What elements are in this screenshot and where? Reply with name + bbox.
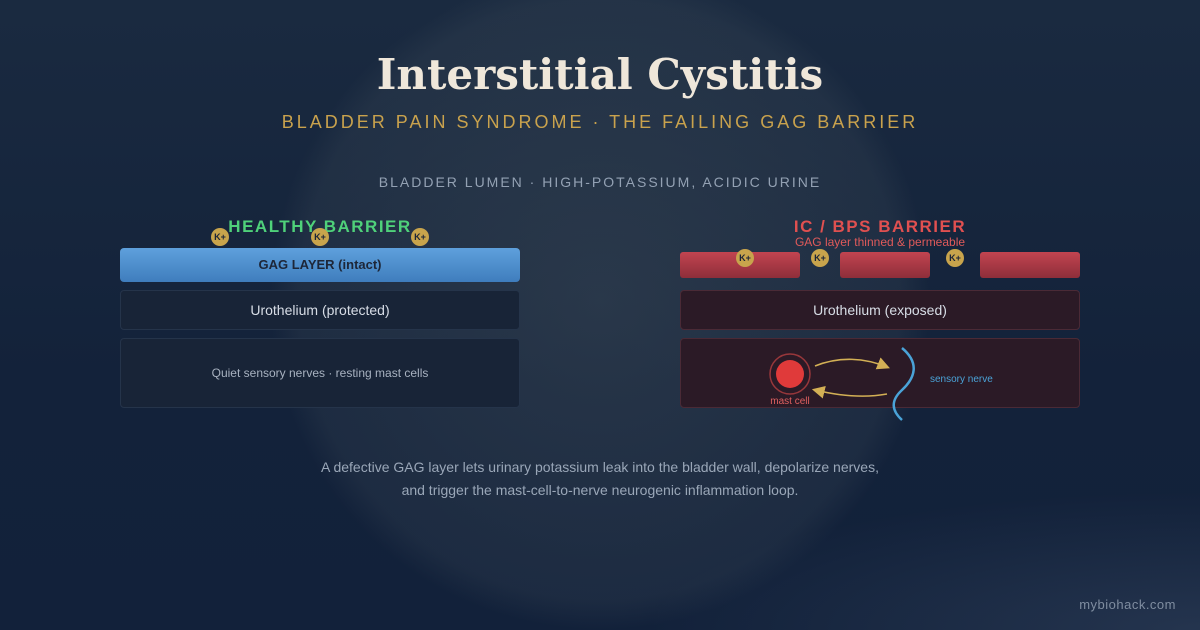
gag-layer-intact: GAG LAYER (intact) [120, 248, 520, 282]
gag-layer-segment [980, 252, 1080, 278]
brand-watermark: mybiohack.com [1079, 597, 1176, 612]
mast-cell-nerve-loop: mast cell sensory nerve [769, 347, 993, 421]
gag-layer-segment [840, 252, 930, 278]
arrow-right-icon [814, 357, 890, 370]
potassium-ion: K+ [311, 228, 329, 246]
mast-cell-halo [769, 353, 811, 395]
page-subtitle: BLADDER PAIN SYNDROME · THE FAILING GAG … [281, 112, 919, 132]
page-title: Interstitial Cystitis [376, 50, 824, 99]
caption-line-1: A defective GAG layer lets urinary potas… [321, 459, 879, 475]
potassium-ion: K+ [411, 228, 429, 246]
urothelium-protected: Urothelium (protected) [120, 290, 520, 330]
explanation-caption: A defective GAG layer lets urinary potas… [200, 456, 1000, 502]
caption-line-2: and trigger the mast-cell-to-nerve neuro… [401, 482, 799, 498]
mast-cell-label: mast cell [770, 396, 809, 407]
potassium-ion: K+ [211, 228, 229, 246]
background-texture [640, 490, 1200, 630]
ic-title: IC / BPS BARRIER [793, 217, 967, 236]
sensory-nerve-label: sensory nerve [930, 374, 993, 385]
bladder-lumen-label: BLADDER LUMEN · HIGH-POTASSIUM, ACIDIC U… [378, 174, 822, 190]
nerve-layer-quiet: Quiet sensory nerves · resting mast cell… [120, 338, 520, 408]
inflamed-nerve-layer: mast cell sensory nerve [680, 338, 1080, 421]
potassium-ion: K+ [946, 249, 964, 267]
urothelium-exposed: Urothelium (exposed) [680, 290, 1080, 330]
ic-subtitle: GAG layer thinned & permeable [794, 235, 966, 249]
arrow-left-icon [811, 386, 888, 399]
potassium-ion: K+ [736, 249, 754, 267]
mast-cell-icon [776, 360, 804, 388]
sensory-nerve-icon [892, 347, 915, 421]
healthy-title: HEALTHY BARRIER [228, 217, 412, 236]
potassium-ion: K+ [811, 249, 829, 267]
